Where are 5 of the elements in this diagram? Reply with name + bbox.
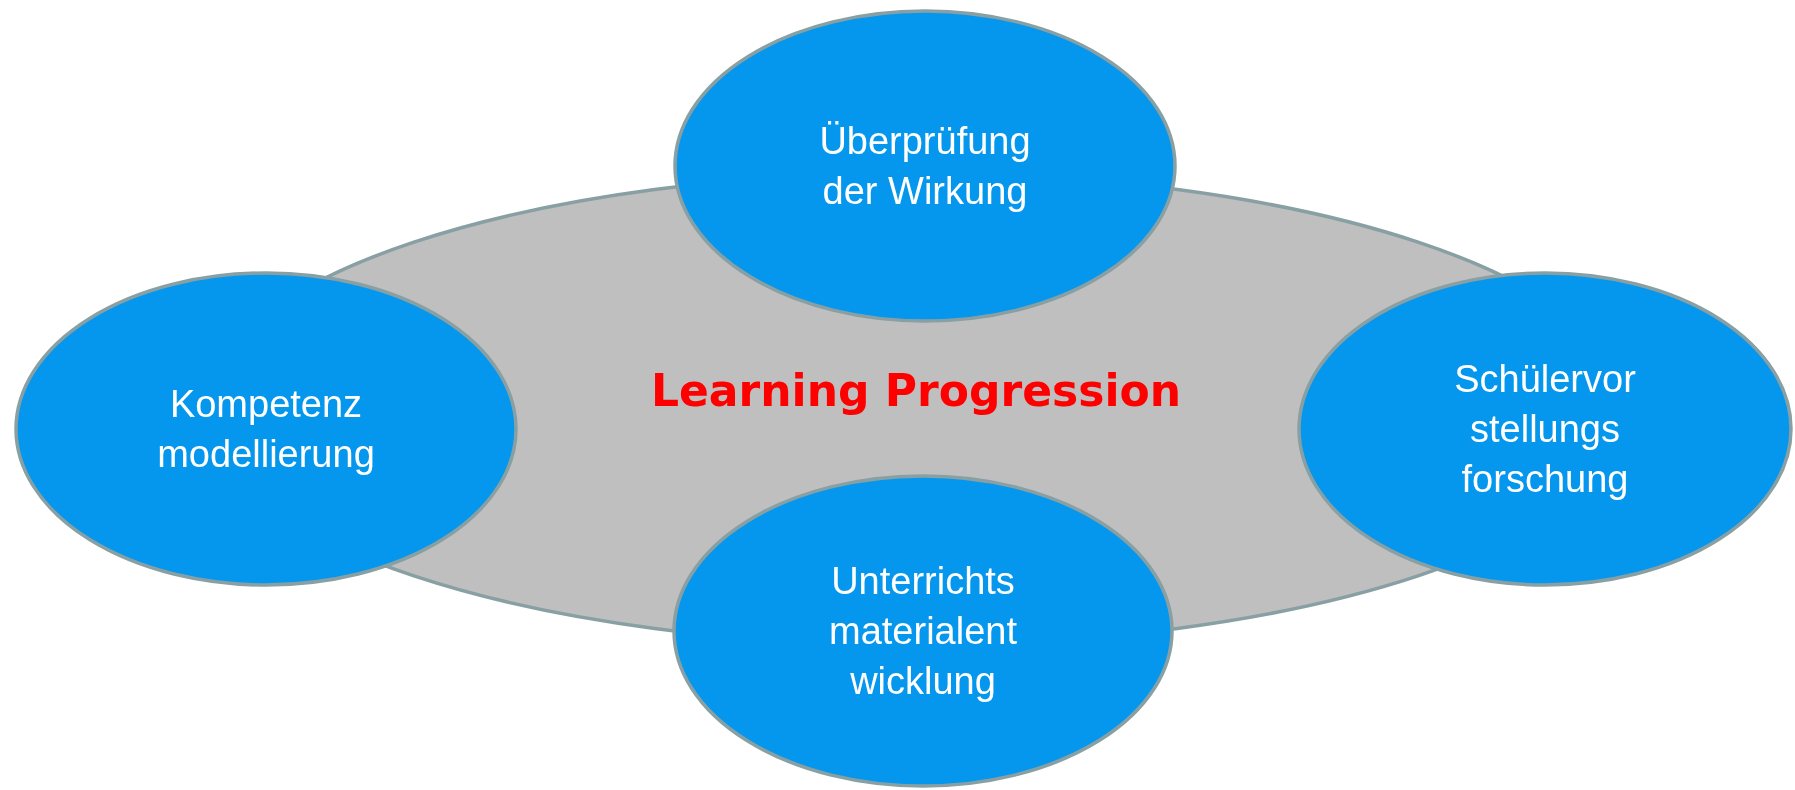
node-label: Unterrichts materialent wicklung: [828, 559, 1018, 704]
node-label: Überprüfung der Wirkung: [818, 119, 1032, 214]
node-label: Schülervor stellungs forschung: [1453, 357, 1637, 502]
title-label: Learning Progression: [651, 364, 1181, 416]
node-label: Kompetenz modellierung: [156, 382, 376, 477]
